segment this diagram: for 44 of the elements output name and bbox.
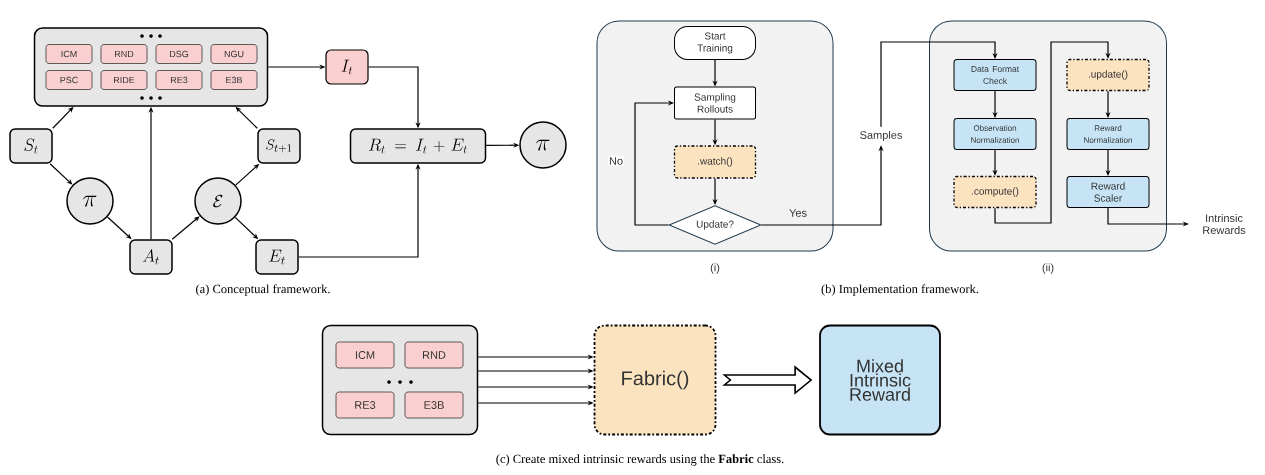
function-box: Fabric(): [593, 324, 717, 436]
method-box: E3B: [210, 70, 258, 90]
method-box: ICM: [335, 341, 395, 369]
variable-box: $A_t$: [129, 239, 173, 275]
variable-box: $S_t$: [9, 128, 53, 164]
method-box: PSC: [45, 70, 93, 90]
variable-box: $E_t$: [255, 239, 299, 275]
process-box: Reward Normalization: [1066, 118, 1150, 150]
method-box: RND: [100, 44, 148, 64]
text-label: Samples: [860, 130, 902, 142]
arrow: [171, 216, 200, 240]
arrow: [880, 41, 998, 128]
arrow: [49, 163, 73, 185]
process-box: Reward Scaler: [1066, 176, 1150, 208]
function-box: .update(): [1066, 58, 1150, 92]
output-box: Mixed Intrinsic Reward: [819, 324, 941, 436]
process-box: Data Format Check: [953, 59, 1037, 91]
caption: (c) Create mixed intrinsic rewards using the Fabric class.: [496, 454, 784, 466]
method-box: RIDE: [100, 70, 148, 90]
start-terminal: Start Training: [674, 26, 756, 60]
variable-box: $I_t$: [325, 49, 369, 85]
arrow: [994, 41, 1111, 224]
variable-box: $R_t = I_t + E_t$: [349, 128, 487, 164]
panel-label: (i): [710, 263, 720, 274]
method-box: NGU: [210, 44, 258, 64]
method-box: RND: [404, 341, 464, 369]
method-box: RE3: [335, 391, 395, 419]
caption: (a) Conceptual framework.: [196, 284, 330, 296]
function-box: .watch(): [673, 145, 757, 179]
text-label: Intrinsic Rewards: [1203, 213, 1246, 235]
variable-box: $S_{t+1}$: [257, 128, 301, 164]
block-arrow: [722, 365, 813, 395]
edge-label: Yes: [789, 209, 807, 217]
panel-label: (ii): [1042, 263, 1054, 274]
process-box: Sampling Rollouts: [674, 86, 756, 120]
method-box: DSG: [155, 44, 203, 64]
process-box: Observation Normalization: [953, 118, 1037, 150]
method-box: RE3: [155, 70, 203, 90]
caption: (b) Implementation framework.: [821, 284, 979, 296]
method-box: E3B: [404, 391, 464, 419]
edge-label: No: [609, 157, 623, 165]
method-box: ICM: [45, 44, 93, 64]
arrow: [634, 100, 674, 226]
function-box: .compute(): [953, 175, 1037, 209]
